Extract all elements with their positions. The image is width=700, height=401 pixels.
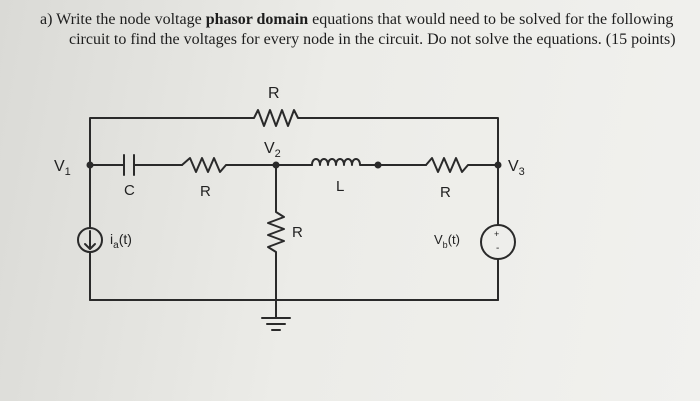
top-resistor-label: R xyxy=(268,85,280,102)
inductor-symbol xyxy=(311,158,379,166)
node-v2-dot xyxy=(272,161,280,169)
node-v2-label: V2 xyxy=(264,140,281,160)
wire-top-right xyxy=(309,117,499,168)
question-line-1-end: equations that would need to be solved f… xyxy=(308,11,674,28)
question-line-1-start: Write the node voltage xyxy=(56,11,206,28)
resistor-right-label: R xyxy=(440,184,451,201)
question-text: a) Write the node voltage phasor domain … xyxy=(40,10,695,50)
ground-icon xyxy=(261,317,291,331)
voltage-source-label: Vb(t) xyxy=(434,232,460,250)
resistor-vertical-label: R xyxy=(292,224,303,241)
current-source-symbol xyxy=(77,227,103,253)
current-arrow-icon xyxy=(84,230,96,250)
voltage-source-plus: + xyxy=(494,229,499,239)
question-line-2: circuit to find the voltages for every n… xyxy=(69,31,676,48)
wire-top-left xyxy=(89,117,249,166)
voltage-source-symbol xyxy=(480,224,516,260)
question-bold-term: phasor domain xyxy=(205,11,309,28)
question-label: a) xyxy=(40,11,53,28)
node-v3-dot xyxy=(494,161,502,169)
top-resistor-symbol xyxy=(247,109,311,127)
current-source-label: ia(t) xyxy=(110,231,132,251)
question-line-1: a) Write the node voltage phasor domain … xyxy=(40,10,695,30)
node-v1-dot xyxy=(86,161,94,169)
node-mid-dot xyxy=(374,161,382,169)
capacitor-label: C xyxy=(124,182,135,199)
node-v3-label: V3 xyxy=(508,158,525,178)
voltage-source-minus: - xyxy=(496,243,499,254)
resistor-right-symbol xyxy=(425,157,499,173)
resistor-vertical-symbol xyxy=(267,164,285,319)
node-v1-label: V1 xyxy=(54,158,71,178)
resistor-left-symbol xyxy=(181,157,277,173)
inductor-label: L xyxy=(336,178,344,195)
resistor-left-label: R xyxy=(200,183,211,200)
capacitor-symbol xyxy=(123,154,135,176)
